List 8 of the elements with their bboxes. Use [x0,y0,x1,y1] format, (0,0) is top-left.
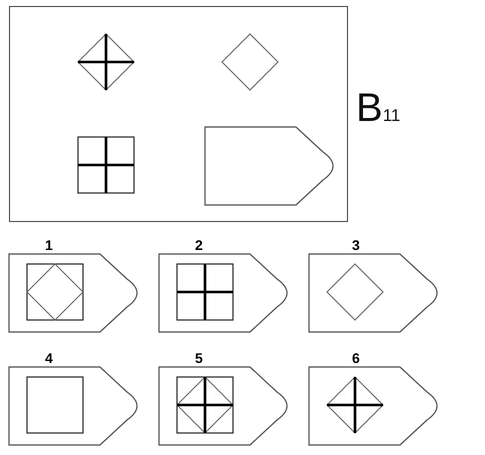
option-number: 1 [45,237,53,253]
puzzle-frame [9,6,348,222]
option-number: 3 [352,237,360,253]
option-number: 5 [195,350,203,366]
option-number: 4 [45,350,53,366]
option-number: 6 [352,350,360,366]
empty-pentagon [204,126,334,206]
option-number: 2 [195,237,203,253]
